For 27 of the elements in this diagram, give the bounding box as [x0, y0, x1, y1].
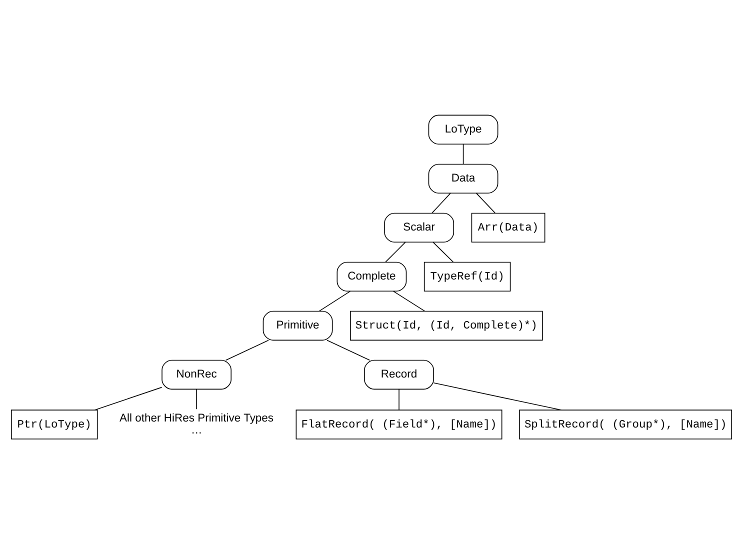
connector — [326, 339, 370, 360]
node-box: FlatRecord( (Field*), [Name]) — [296, 409, 502, 439]
node-box: Data — [428, 163, 498, 194]
node-box: Arr(Data) — [471, 212, 546, 242]
connector — [398, 388, 400, 410]
connector — [476, 192, 496, 213]
connector — [318, 290, 351, 312]
node-box: Complete — [336, 261, 407, 292]
connector — [433, 382, 562, 410]
node-box: Record — [364, 359, 434, 390]
connector — [94, 386, 162, 410]
node-box: SplitRecord( (Group*), [Name]) — [519, 409, 732, 439]
connector — [432, 241, 454, 262]
connector — [432, 192, 451, 213]
connector — [462, 143, 464, 164]
node-box: Struct(Id, (Id, Complete)*) — [350, 310, 543, 340]
connector — [385, 241, 406, 262]
node-box: Primitive — [262, 310, 333, 340]
node-box: Scalar — [384, 212, 454, 242]
node-box: NonRec — [162, 359, 232, 390]
connector — [196, 388, 197, 410]
node-box: TypeRef(Id) — [424, 261, 511, 292]
connector — [392, 290, 426, 312]
node-box: Ptr(LoType) — [10, 409, 98, 439]
node-box: LoType — [428, 114, 498, 144]
node-text: All other HiRes Primitive Types … — [120, 412, 274, 436]
connector — [225, 339, 269, 360]
